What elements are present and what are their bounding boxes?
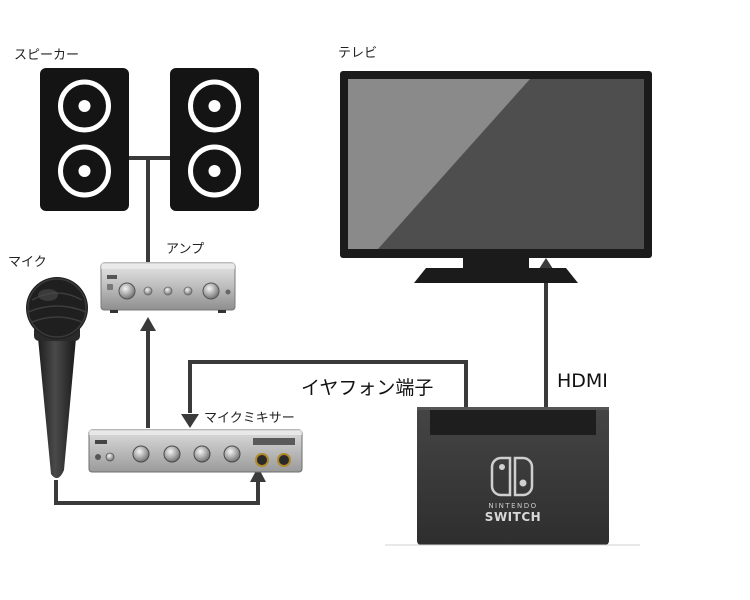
tv-label: テレビ xyxy=(338,46,378,61)
cables xyxy=(54,156,548,505)
speaker-left xyxy=(40,68,129,211)
switch-dock: NINTENDO SWITCH xyxy=(385,407,640,546)
arrow-up-icon xyxy=(250,467,266,482)
switch-brand-line2: SWITCH xyxy=(485,510,541,524)
tv-screen-glare xyxy=(348,79,530,249)
switch-brand-line1: NINTENDO xyxy=(488,502,537,510)
amplifier xyxy=(100,262,236,313)
microphone-icon xyxy=(26,277,88,479)
mic-label: マイク xyxy=(8,255,47,270)
microphone xyxy=(26,277,88,479)
switch-dock-icon xyxy=(417,407,609,545)
earphone-jack-label: イヤフォン端子 xyxy=(301,377,434,399)
speakers-label: スピーカー xyxy=(14,48,80,63)
amp-label: アンプ xyxy=(166,242,205,257)
mixer-label: マイクミキサー xyxy=(204,411,295,426)
earphone-cable xyxy=(188,360,468,413)
tv xyxy=(340,71,652,283)
mic-to-mixer-cable xyxy=(54,480,260,505)
speaker-icon xyxy=(40,68,129,211)
hdmi-label: HDMI xyxy=(557,370,608,392)
switch-logo-icon xyxy=(490,456,534,497)
speaker-icon xyxy=(170,68,259,211)
arrow-up-icon xyxy=(140,317,156,331)
speaker-right xyxy=(170,68,259,211)
dock-slot xyxy=(430,408,596,435)
tv-stand xyxy=(414,268,578,283)
tv-neck xyxy=(463,258,529,268)
mixer xyxy=(88,429,303,473)
arrow-down-icon xyxy=(181,414,199,428)
